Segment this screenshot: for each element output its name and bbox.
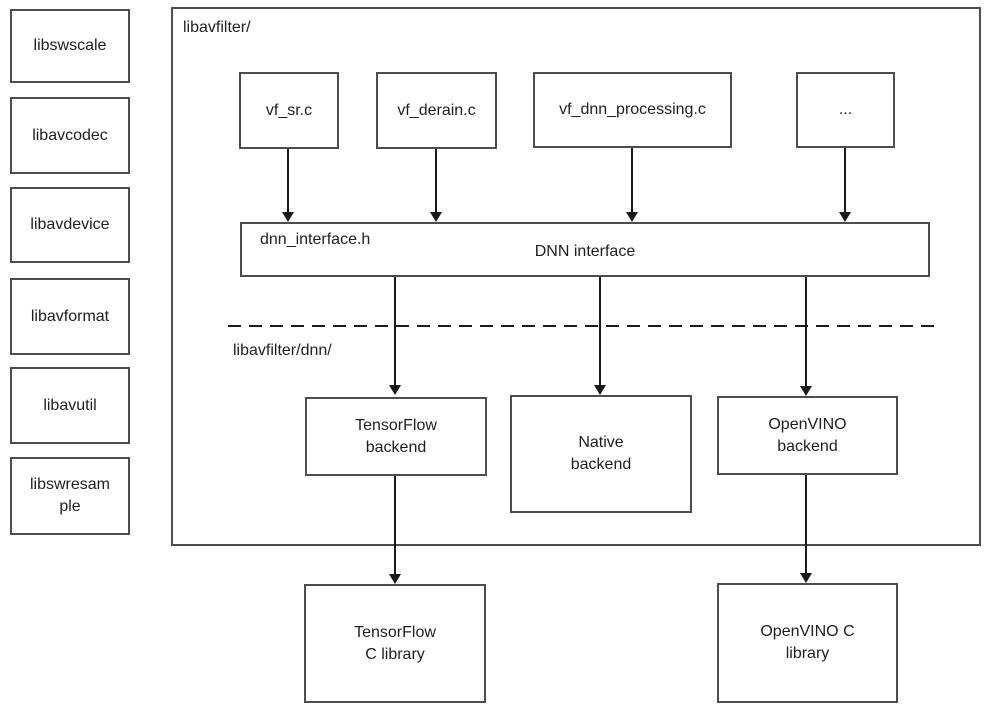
arrow-head-interface-to-native-backend-icon [594, 385, 606, 395]
backend-box-tensorflow: TensorFlow backend [305, 397, 487, 476]
arrow-line-ellipsis-to-interface [844, 148, 846, 213]
dnn-interface-bar [240, 222, 930, 277]
sidebar-box-libavformat: libavformat [10, 278, 130, 355]
dnn-interface-title: DNN interface [534, 243, 636, 260]
arrow-line-interface-to-native-backend [599, 277, 601, 386]
dnn-boundary-dashed-line [228, 325, 940, 327]
dnn-directory-label: libavfilter/dnn/ [233, 342, 332, 359]
filter-box-vf-derain: vf_derain.c [376, 72, 497, 149]
arrow-head-vf-sr-to-interface-icon [282, 212, 294, 222]
arrow-head-interface-to-openvino-backend-icon [800, 386, 812, 396]
arrow-head-openvino-backend-to-library-icon [800, 573, 812, 583]
arrow-head-vf-dnn-processing-to-interface-icon [626, 212, 638, 222]
arrow-line-vf-sr-to-interface [287, 149, 289, 213]
sidebar-box-libavcodec: libavcodec [10, 97, 130, 174]
backend-box-openvino: OpenVINO backend [717, 396, 898, 475]
arrow-head-tensorflow-backend-to-library-icon [389, 574, 401, 584]
arrow-line-interface-to-tensorflow-backend [394, 277, 396, 386]
arrow-head-vf-derain-to-interface-icon [430, 212, 442, 222]
filter-box-vf-sr: vf_sr.c [239, 72, 339, 149]
libavfilter-container-label: libavfilter/ [183, 19, 251, 36]
arrow-head-interface-to-tensorflow-backend-icon [389, 385, 401, 395]
backend-box-native: Native backend [510, 395, 692, 513]
arrow-head-ellipsis-to-interface-icon [839, 212, 851, 222]
library-box-openvino-c: OpenVINO C library [717, 583, 898, 703]
arrow-line-vf-derain-to-interface [435, 149, 437, 213]
arrow-line-vf-dnn-processing-to-interface [631, 148, 633, 213]
dnn-interface-header-file-label: dnn_interface.h [260, 231, 371, 248]
library-box-tensorflow-c: TensorFlow C library [304, 584, 486, 703]
arrow-line-openvino-backend-to-library [805, 475, 807, 574]
filter-box-ellipsis: ... [796, 72, 895, 148]
arrow-line-interface-to-openvino-backend [805, 277, 807, 387]
sidebar-box-libswscale: libswscale [10, 9, 130, 83]
sidebar-box-libavdevice: libavdevice [10, 187, 130, 263]
arrow-line-tensorflow-backend-to-library [394, 476, 396, 575]
sidebar-box-libavutil: libavutil [10, 367, 130, 444]
filter-box-vf-dnn-processing: vf_dnn_processing.c [533, 72, 732, 148]
sidebar-box-libswresample: libswresam ple [10, 457, 130, 535]
